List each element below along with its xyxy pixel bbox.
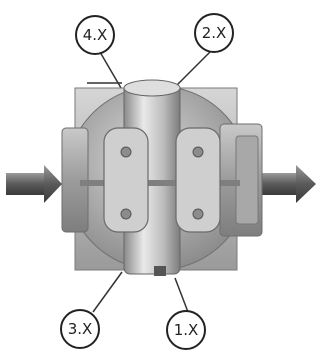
callout-2x: 2.X xyxy=(194,13,234,53)
callout-4x: 4.X xyxy=(75,15,115,55)
inlet-arrow xyxy=(6,165,62,203)
label-1x: 1.X xyxy=(174,321,199,339)
label-3x: 3.X xyxy=(68,320,93,338)
callout-1x: 1.X xyxy=(166,310,206,350)
callout-3x: 3.X xyxy=(60,309,100,349)
outlet-arrow xyxy=(262,165,316,203)
label-2x: 2.X xyxy=(202,24,227,42)
label-4x: 4.X xyxy=(83,26,108,44)
leader-lines xyxy=(87,51,211,313)
valve-body xyxy=(61,79,263,276)
